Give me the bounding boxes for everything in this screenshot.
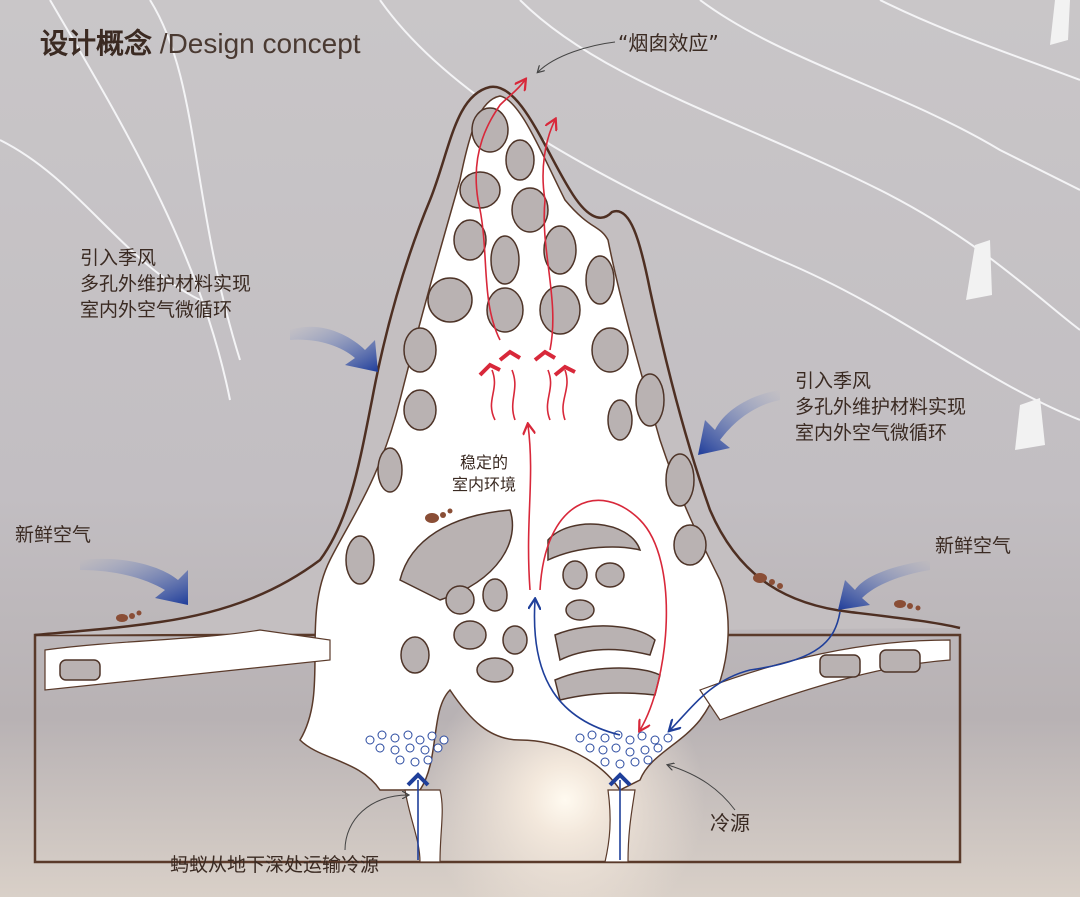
chimney-effect-label: “烟囱效应” (618, 31, 719, 55)
wind-arrow-left-lower (80, 558, 188, 605)
ant-transport-label: 蚂蚁从地下深处运输冷源 (170, 854, 380, 876)
cool-air-flows (417, 600, 841, 860)
fresh-air-right-label: 新鲜空气 (935, 535, 1012, 557)
floating-particles (966, 0, 1070, 450)
left-wind-line: 多孔外维护材料实现 (80, 273, 252, 295)
right-wind-line: 引入季风 (795, 370, 872, 392)
cold-source-chevrons (406, 772, 632, 787)
chamber-cells (59, 107, 921, 701)
wind-arrow-right-lower (838, 560, 930, 610)
ant-icon (894, 600, 921, 611)
wind-arrow-right-upper (698, 390, 780, 455)
right-wind-line: 多孔外维护材料实现 (795, 396, 967, 418)
left-wind-label: 引入季风 多孔外维护材料实现 室内外空气微循环 (80, 245, 251, 323)
right-wind-line: 室内外空气微循环 (795, 422, 948, 444)
ant-icon (753, 573, 783, 589)
leader-arrows (344, 41, 736, 851)
title-cn: 设计概念 (40, 27, 153, 60)
fresh-air-left-label: 新鲜空气 (15, 524, 92, 546)
ant-icon (116, 610, 142, 622)
cold-source-label: 冷源 (710, 811, 750, 835)
ant-icon (425, 508, 453, 523)
stable-env-line: 稳定的 (460, 453, 509, 472)
title-en: Design concept (167, 28, 361, 59)
left-wind-line: 引入季风 (80, 247, 157, 269)
left-wind-line: 室内外空气微循环 (80, 299, 233, 321)
wind-streamlines (0, 0, 1080, 421)
title-separator: / (152, 28, 168, 59)
page-title: 设计概念 /Design concept (40, 22, 361, 62)
wind-arrow-left-upper (290, 326, 378, 372)
ant-icons (116, 508, 921, 622)
stable-environment-label: 稳定的 室内环境 (452, 452, 516, 496)
stable-env-line: 室内环境 (452, 475, 517, 494)
cold-source-bubbles (365, 730, 673, 769)
right-wind-label: 引入季风 多孔外维护材料实现 室内外空气微循环 (795, 368, 966, 446)
chimney-chevrons (478, 349, 576, 377)
warm-air-flows (475, 80, 668, 730)
